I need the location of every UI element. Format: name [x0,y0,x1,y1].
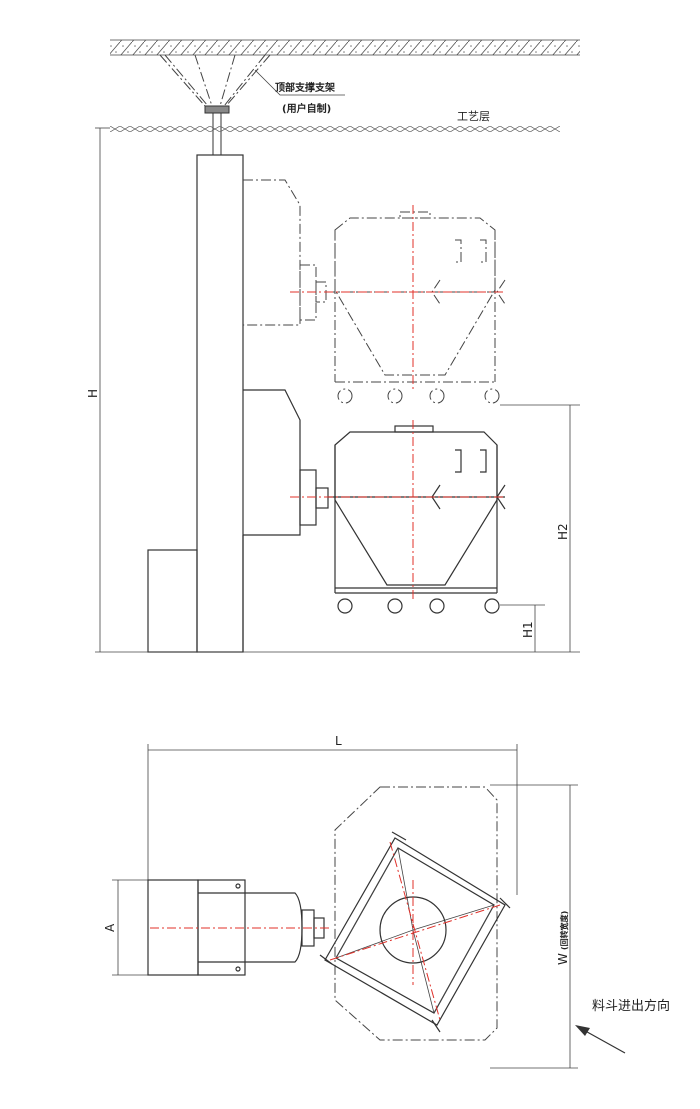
drive-head-lowered [243,389,329,536]
dim-H1-label: H1 [521,621,535,638]
rotation-envelope [334,786,498,1041]
dimension-lines-plan [112,744,578,1069]
dim-H2-label: H2 [556,523,570,540]
hopper-direction-arrow-icon [575,1025,626,1054]
user-made-label: (用户自制) [282,102,331,115]
centerlines-plan [150,841,501,1021]
hopper-raised [325,211,506,404]
drive-head-raised [243,179,327,326]
process-floor [110,126,560,132]
dim-H-label: H [86,389,100,398]
dim-W-label: W [556,953,570,965]
dimension-lines-side [95,127,580,653]
hopper-plan [319,831,511,1033]
support-bracket-label: 顶部支撑支架 [275,81,335,94]
hopper-direction-label: 料斗进出方向 [592,998,670,1014]
centerlines-side [290,205,505,600]
ceiling-slab [110,39,580,56]
column-base [147,549,198,653]
dim-W-note: (回转宽度) [559,911,569,950]
lift-column [196,154,244,653]
drive-unit-plan [147,879,325,976]
dim-A-label: A [103,923,117,932]
process-floor-label: 工艺层 [457,110,490,123]
hopper-lowered [328,425,506,614]
dim-L-label: L [335,734,342,748]
